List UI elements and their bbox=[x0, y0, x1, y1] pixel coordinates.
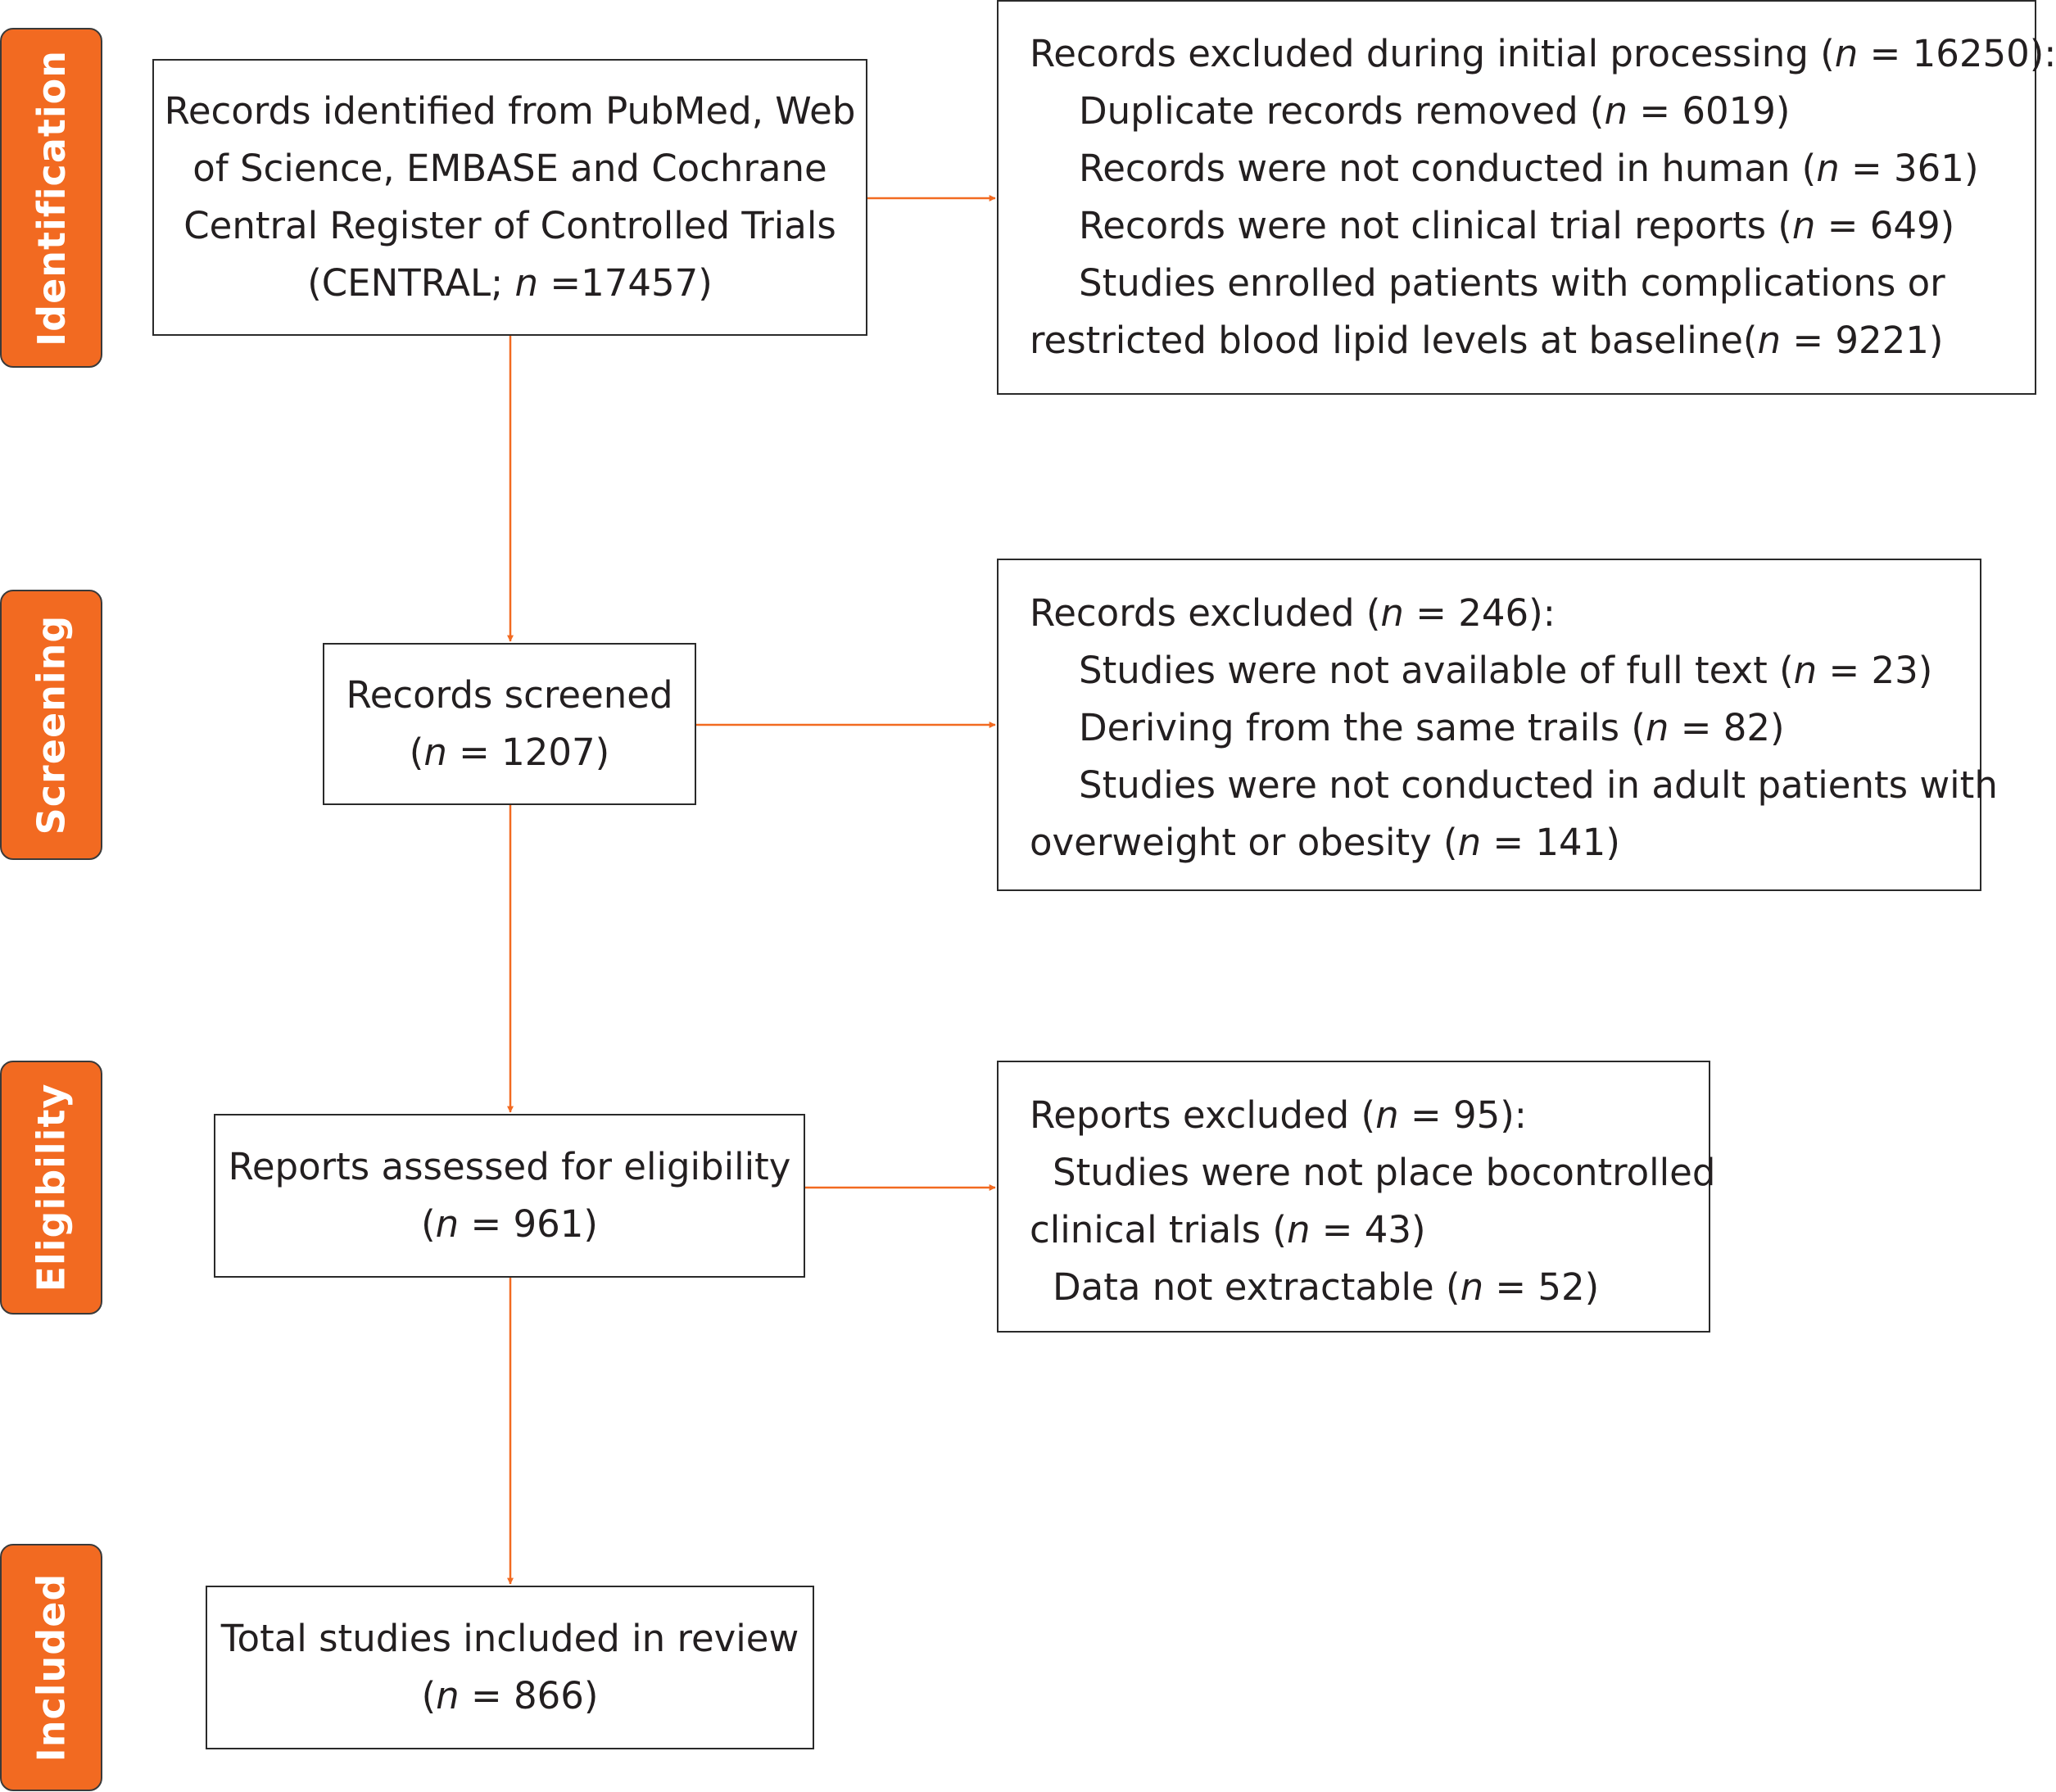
excluded-screening-item: Studies were not available of full text … bbox=[1030, 642, 1980, 699]
studies-included-box: Total studies included in review (n = 86… bbox=[206, 1586, 814, 1749]
count-value: = 82) bbox=[1669, 706, 1785, 749]
count-value: =17457) bbox=[538, 261, 713, 305]
count-value: = 23) bbox=[1817, 649, 1933, 692]
records-screened-count: (n = 1207) bbox=[324, 724, 695, 781]
records-screened-label: Records screened bbox=[346, 673, 673, 717]
phase-screening-text: Screening bbox=[29, 614, 74, 835]
text-span: Records excluded ( bbox=[1030, 591, 1381, 635]
records-identified-line4: (CENTRAL; n =17457) bbox=[154, 255, 866, 312]
excluded-screening-item: Deriving from the same trails (n = 82) bbox=[1030, 699, 1980, 757]
reports-assessed-box: Reports assessed for eligibility (n = 96… bbox=[214, 1114, 805, 1278]
n-symbol: n bbox=[1834, 32, 1859, 75]
text-span: Records were not conducted in human ( bbox=[1079, 147, 1817, 190]
count-value: = 52) bbox=[1483, 1265, 1600, 1309]
records-identified-line2: of Science, EMBASE and Cochrane bbox=[192, 147, 827, 190]
n-symbol: n bbox=[1816, 147, 1840, 190]
studies-included-label: Total studies included in review bbox=[220, 1617, 799, 1660]
phase-eligibility-text: Eligibility bbox=[29, 1083, 74, 1292]
count-value: = 866) bbox=[459, 1674, 599, 1717]
n-symbol: n bbox=[1457, 821, 1482, 864]
count-value: = 9221) bbox=[1781, 319, 1944, 362]
count-value: = 95): bbox=[1398, 1093, 1527, 1137]
records-screened-box: Records screened (n = 1207) bbox=[323, 643, 696, 805]
phase-eligibility-label: Eligibility bbox=[0, 1061, 102, 1315]
text-span: ( bbox=[421, 1202, 436, 1246]
text-span: clinical trials ( bbox=[1030, 1208, 1287, 1251]
count-value: = 1207) bbox=[446, 731, 610, 774]
count-value: = 246): bbox=[1403, 591, 1556, 635]
excluded-screening-item: Studies were not conducted in adult pati… bbox=[1079, 763, 1998, 807]
records-identified-line1: Records identified from PubMed, Web bbox=[164, 89, 856, 133]
text-span: ( bbox=[421, 1674, 437, 1717]
excluded-eligibility-item: Data not extractable (n = 52) bbox=[1030, 1259, 1709, 1316]
n-symbol: n bbox=[1460, 1265, 1484, 1309]
n-symbol: n bbox=[435, 1202, 460, 1246]
count-value: = 649) bbox=[1815, 204, 1955, 247]
phase-included-text: Included bbox=[29, 1573, 74, 1763]
n-symbol: n bbox=[1645, 706, 1669, 749]
excluded-eligibility-item-continued: clinical trials (n = 43) bbox=[1030, 1201, 1709, 1259]
excluded-screening-title: Records excluded (n = 246): bbox=[1030, 585, 1980, 642]
text-span: restricted blood lipid levels at baselin… bbox=[1030, 319, 1758, 362]
records-identified-box: Records identified from PubMed, Web of S… bbox=[152, 59, 867, 336]
text-span: Reports excluded ( bbox=[1030, 1093, 1376, 1137]
n-symbol: n bbox=[1286, 1208, 1311, 1251]
phase-identification-text: Identification bbox=[29, 49, 74, 346]
text-span: (CENTRAL; bbox=[307, 261, 515, 305]
reports-assessed-label: Reports assessed for eligibility bbox=[228, 1145, 791, 1188]
text-span: Records were not clinical trial reports … bbox=[1079, 204, 1792, 247]
text-span: overweight or obesity ( bbox=[1030, 821, 1458, 864]
text-span: Studies were not available of full text … bbox=[1079, 649, 1794, 692]
count-value: = 141) bbox=[1481, 821, 1620, 864]
n-symbol: n bbox=[1757, 319, 1782, 362]
text-span: ( bbox=[409, 731, 424, 774]
reports-assessed-count: (n = 961) bbox=[215, 1196, 804, 1253]
count-value: = 6019) bbox=[1628, 89, 1791, 133]
excluded-eligibility-title: Reports excluded (n = 95): bbox=[1030, 1087, 1709, 1144]
text-span: Deriving from the same trails ( bbox=[1079, 706, 1646, 749]
n-symbol: n bbox=[1604, 89, 1628, 133]
count-value: = 961) bbox=[459, 1202, 598, 1246]
excluded-eligibility-box: Reports excluded (n = 95): Studies were … bbox=[997, 1061, 1716, 1333]
excluded-initial-item: Records were not conducted in human (n =… bbox=[1030, 140, 2035, 197]
excluded-initial-box: Records excluded during initial processi… bbox=[997, 0, 2056, 395]
text-span: Data not extractable ( bbox=[1053, 1265, 1460, 1309]
n-symbol: n bbox=[423, 731, 447, 774]
excluded-initial-item: Records were not clinical trial reports … bbox=[1030, 197, 2035, 255]
count-value: = 361) bbox=[1839, 147, 1979, 190]
records-identified-line3: Central Register of Controlled Trials bbox=[183, 204, 836, 247]
studies-included-count: (n = 866) bbox=[207, 1668, 813, 1725]
n-symbol: n bbox=[1793, 649, 1818, 692]
excluded-initial-title: Records excluded during initial processi… bbox=[1030, 25, 2056, 83]
n-symbol: n bbox=[1791, 204, 1816, 247]
phase-identification-label: Identification bbox=[0, 28, 102, 368]
phase-included-label: Included bbox=[0, 1544, 102, 1791]
count-value: = 16250): bbox=[1858, 32, 2056, 75]
text-span: Records excluded during initial processi… bbox=[1030, 32, 1835, 75]
count-value: = 43) bbox=[1310, 1208, 1426, 1251]
text-span: Duplicate records removed ( bbox=[1079, 89, 1605, 133]
excluded-initial-item: Duplicate records removed (n = 6019) bbox=[1030, 83, 2035, 140]
excluded-initial-item-continued: restricted blood lipid levels at baselin… bbox=[1030, 312, 2035, 369]
n-symbol: n bbox=[436, 1674, 460, 1717]
phase-screening-label: Screening bbox=[0, 590, 102, 860]
n-symbol: n bbox=[1375, 1093, 1399, 1137]
n-symbol: n bbox=[514, 261, 539, 305]
excluded-screening-item-continued: overweight or obesity (n = 141) bbox=[1030, 814, 1980, 871]
n-symbol: n bbox=[1380, 591, 1404, 635]
excluded-eligibility-item: Studies were not place bocontrolled bbox=[1053, 1151, 1716, 1194]
excluded-initial-item: Studies enrolled patients with complicat… bbox=[1079, 261, 1945, 305]
excluded-screening-box: Records excluded (n = 246): Studies were… bbox=[997, 559, 1998, 891]
